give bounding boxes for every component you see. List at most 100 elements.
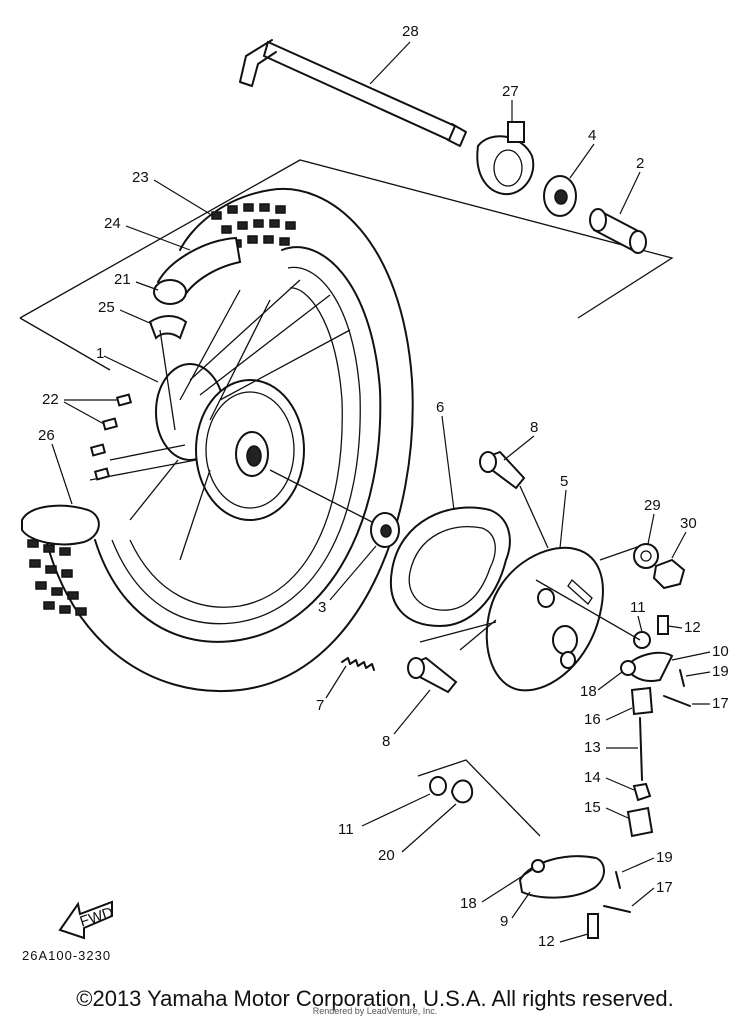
- callout-18-lower: 18: [460, 895, 477, 912]
- adjuster-rod: [639, 717, 643, 781]
- group-outline: [19, 159, 674, 319]
- pin-17: [663, 695, 691, 707]
- callout-13: 13: [584, 739, 601, 756]
- axle-head: [239, 39, 277, 87]
- brake-arm: [624, 651, 674, 682]
- callout-28: 28: [402, 23, 419, 40]
- callout-10: 10: [712, 643, 729, 660]
- spring-20: [450, 779, 474, 804]
- spoke-nipples: [89, 393, 133, 481]
- callout-8-lower: 8: [382, 733, 390, 750]
- axle-centerline: [269, 469, 373, 523]
- guide-line-5: [599, 545, 641, 561]
- speedometer-drive: [507, 121, 525, 143]
- wheel-assembly: [21, 187, 414, 692]
- callout-29: 29: [644, 497, 661, 514]
- spokes: [89, 279, 351, 561]
- callout-8-upper: 8: [530, 419, 538, 436]
- brake-shoe-lining: [408, 525, 496, 611]
- brake-plate-slot: [567, 579, 593, 605]
- callout-16: 16: [584, 711, 601, 728]
- bearing-4-bore: [554, 189, 568, 205]
- callout-12-upper: 12: [684, 619, 701, 636]
- callout-1: 1: [96, 345, 104, 362]
- brake-spring: [341, 657, 375, 671]
- brake-plate-boss-top: [537, 588, 555, 608]
- brake-plate-boss-low: [560, 651, 576, 669]
- fwd-label: FWD: [78, 904, 116, 931]
- callout-19-lower: 19: [656, 849, 673, 866]
- callout-5: 5: [560, 473, 568, 490]
- callout-30: 30: [680, 515, 697, 532]
- fwd-arrow-shape: [58, 900, 113, 940]
- washer-29: [633, 543, 659, 569]
- tube-end: [153, 279, 187, 305]
- callout-6: 6: [436, 399, 444, 416]
- callout-4: 4: [588, 127, 596, 144]
- callout-11-lower: 11: [338, 821, 354, 838]
- joint-16: [630, 686, 654, 716]
- group-outline-lower: [19, 317, 111, 371]
- callouts: 28 27 4 2 23 24 21 25 1 22 26 6 8 5 29 3…: [38, 23, 729, 950]
- tread-blocks-upper: [211, 203, 296, 248]
- bolt-12: [657, 615, 669, 635]
- brake-cam-upper-head: [479, 451, 497, 473]
- callout-15: 15: [584, 799, 601, 816]
- axle-thread: [447, 123, 467, 147]
- guide-line-2: [535, 579, 641, 641]
- rim-band: [148, 315, 188, 340]
- callout-11-upper: 11: [630, 599, 646, 616]
- callout-23: 23: [132, 169, 149, 186]
- adjust-nut: [632, 782, 652, 802]
- callout-14: 14: [584, 769, 601, 786]
- tire-cutaway: [21, 504, 100, 546]
- callout-21: 21: [114, 271, 131, 288]
- pin-17-lower: [603, 905, 631, 913]
- brake-shoes: [389, 506, 511, 628]
- speedometer-hub: [493, 149, 523, 187]
- axle-group: [19, 39, 674, 371]
- tread-blocks-lower: [27, 539, 87, 616]
- fwd-arrow: FWD: [58, 900, 116, 940]
- wheel-bearing-bore: [380, 524, 392, 538]
- washer-18-lower: [531, 859, 545, 873]
- cotter-pin-19: [679, 669, 685, 687]
- callout-26: 26: [38, 427, 55, 444]
- brake-group-outline: [417, 759, 541, 837]
- washer-11: [633, 631, 651, 649]
- hub-bore: [246, 445, 262, 467]
- tire-inner: [94, 246, 382, 643]
- callout-22: 22: [42, 391, 59, 408]
- washer-29-hole: [640, 550, 652, 562]
- callout-19-upper: 19: [712, 663, 729, 680]
- tire-outer: [39, 187, 414, 692]
- callout-27: 27: [502, 83, 519, 100]
- front-axle: [262, 40, 457, 142]
- cotter-pin-19-lower: [615, 871, 621, 889]
- guide-line-4: [459, 619, 497, 651]
- washer-11-lower: [429, 776, 447, 796]
- callout-18-upper: 18: [580, 683, 597, 700]
- nut-30: [652, 558, 686, 590]
- callout-25: 25: [98, 299, 115, 316]
- bolt-12-lower: [587, 913, 599, 939]
- drawing-code: 26A100-3230: [22, 948, 111, 963]
- washer-18: [620, 660, 636, 676]
- callout-17-lower: 17: [656, 879, 673, 896]
- rim-edge-inner: [129, 287, 343, 608]
- brake-cam-lower-head: [407, 657, 425, 679]
- joint-15: [626, 806, 654, 838]
- collar-end-far: [629, 230, 647, 254]
- callout-17-upper: 17: [712, 695, 729, 712]
- callout-9: 9: [500, 913, 508, 930]
- copyright-notice: ©2013 Yamaha Motor Corporation, U.S.A. A…: [76, 986, 674, 1011]
- callout-20: 20: [378, 847, 395, 864]
- callout-7: 7: [316, 697, 324, 714]
- rendered-by-notice: Rendered by LeadVenture, Inc.: [312, 1006, 438, 1016]
- callout-3: 3: [318, 599, 326, 616]
- collar-end: [589, 208, 607, 232]
- callout-2: 2: [636, 155, 644, 172]
- callout-12-lower: 12: [538, 933, 555, 950]
- guide-line-1: [419, 621, 497, 643]
